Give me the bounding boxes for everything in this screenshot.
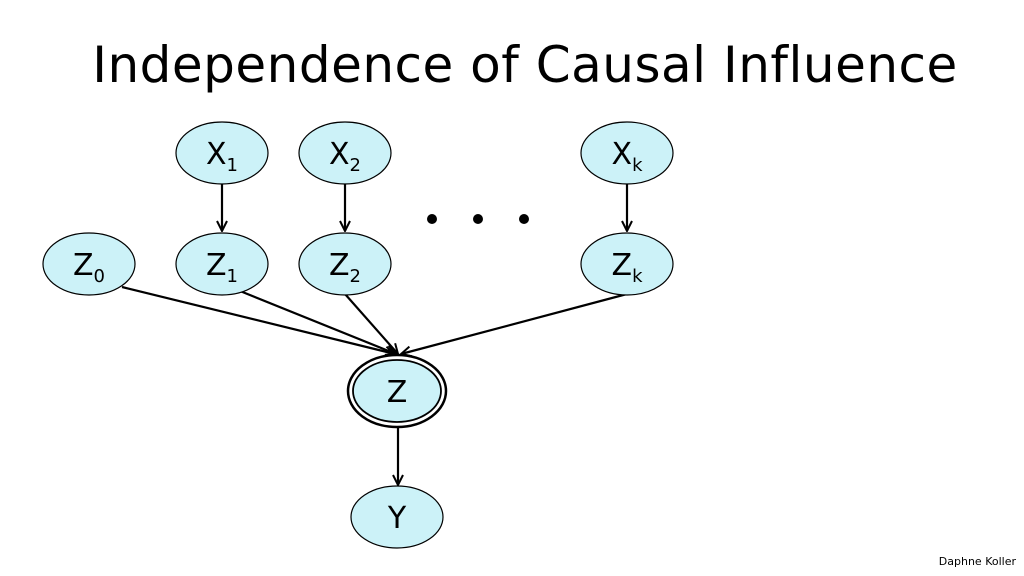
nodes-layer: X1 X2 Xk Z0 Z1 Z2 <box>42 121 674 549</box>
node-x2: X2 <box>298 121 392 185</box>
node-x1-ellipse <box>175 121 269 185</box>
author-credit: Daphne Koller <box>938 555 1016 568</box>
node-z1-sub: 1 <box>227 266 238 287</box>
node-xk-label: Xk <box>612 137 644 176</box>
node-y-label: Y <box>387 501 407 536</box>
node-zk-label: Zk <box>612 248 644 287</box>
node-z2: Z2 <box>298 232 392 296</box>
node-z0: Z0 <box>42 232 136 296</box>
edge-z2-z <box>344 293 398 354</box>
node-zk-base: Z <box>612 248 633 283</box>
node-z0-ellipse <box>42 232 136 296</box>
node-z2-sub: 2 <box>350 266 361 287</box>
node-z0-label: Z0 <box>73 248 105 287</box>
node-zk-ellipse <box>580 232 674 296</box>
node-x2-sub: 2 <box>350 155 361 176</box>
node-zk: Zk <box>580 232 674 296</box>
node-z1-base: Z <box>206 248 227 283</box>
node-z-label: Z <box>387 375 408 410</box>
ellipsis-dot <box>473 214 483 224</box>
node-x1-sub: 1 <box>227 155 238 176</box>
node-z-ellipse <box>352 359 442 423</box>
ellipsis-dot <box>427 214 437 224</box>
node-xk-ellipse <box>580 121 674 185</box>
node-x2-base: X <box>329 137 350 172</box>
node-z2-base: Z <box>329 248 350 283</box>
node-y: Y <box>350 485 444 549</box>
slide-title: Independence of Causal Influence <box>92 36 958 94</box>
node-y-ellipse <box>350 485 444 549</box>
node-x2-label: X2 <box>329 137 361 176</box>
node-xk: Xk <box>580 121 674 185</box>
node-x2-ellipse <box>298 121 392 185</box>
node-z0-base: Z <box>73 248 94 283</box>
edge-zk-z <box>401 292 628 354</box>
ellipsis-dots <box>427 214 529 224</box>
node-x1: X1 <box>175 121 269 185</box>
node-z2-label: Z2 <box>329 248 361 287</box>
ellipsis-dot <box>519 214 529 224</box>
node-z: Z <box>346 353 448 429</box>
node-zk-sub: k <box>632 266 643 287</box>
node-x1-base: X <box>206 137 227 172</box>
edge-z1-z <box>239 289 396 354</box>
node-z1: Z1 <box>175 232 269 296</box>
node-x1-label: X1 <box>206 137 238 176</box>
node-z0-sub: 0 <box>94 266 105 287</box>
node-z1-label: Z1 <box>206 248 238 287</box>
node-xk-sub: k <box>632 155 643 176</box>
edges-layer <box>121 184 628 485</box>
node-xk-base: X <box>612 137 633 172</box>
node-z2-ellipse <box>298 232 392 296</box>
node-z1-ellipse <box>175 232 269 296</box>
edge-z0-z <box>121 285 395 354</box>
